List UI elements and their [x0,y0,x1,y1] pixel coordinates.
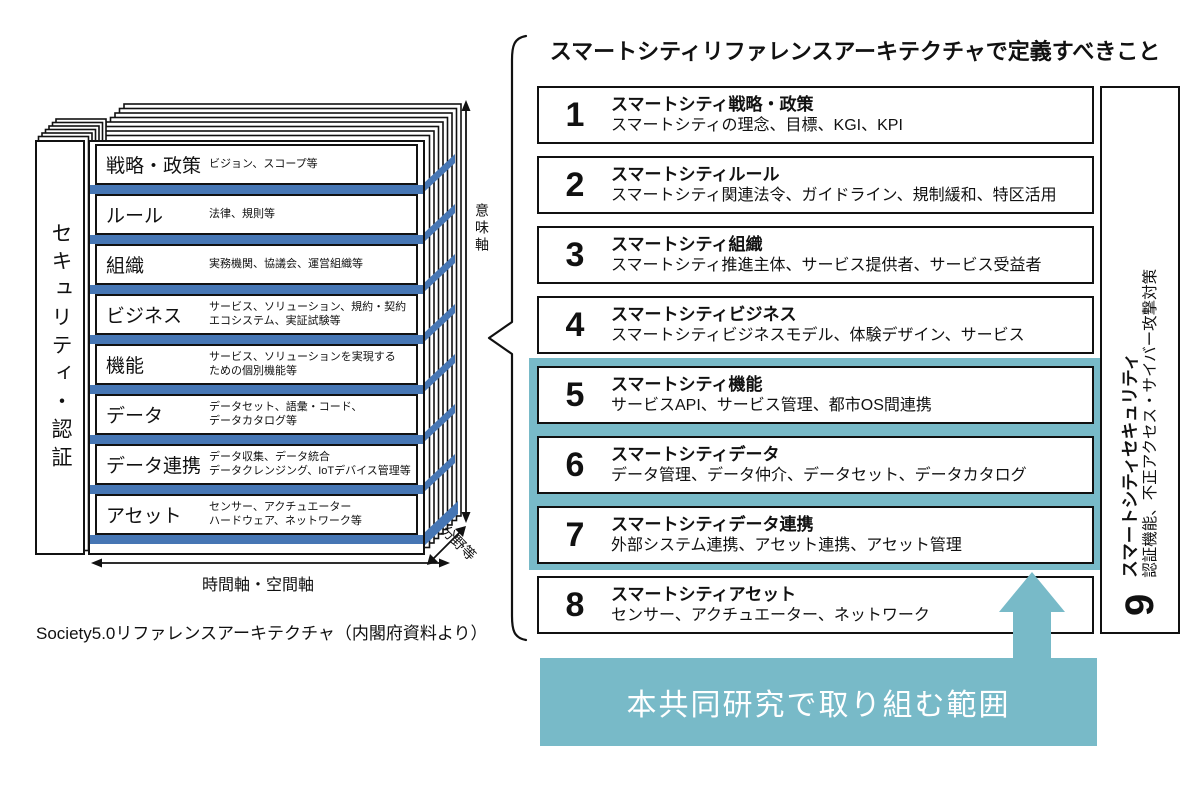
security-auth-bar: セキュリティ・認証 [35,140,85,555]
item-title: スマートシティアセット [611,584,797,604]
layer-desc: サービス、ソリューションを実現する ための個別機能等 [209,350,396,377]
layer-label: 機能 [106,356,145,377]
item-number: 7 [565,515,585,554]
layer-row-data: データ データセット、語彙・コード、 データカタログ等 [95,394,418,435]
item-card-7: 7 スマートシティデータ連携 外部システム連携、アセット連携、アセット管理 [537,506,1094,564]
item-title: スマートシティデータ連携 [611,514,814,534]
layer-desc: サービス、ソリューション、規約・契約 エコシステム、実証試験等 [209,300,407,327]
item-card-9-security: 9 スマートシティセキュリティ 認証機能、不正アクセス・サイバー攻撃対策 [1100,86,1180,634]
item-title: スマートシティ戦略・政策 [611,94,814,114]
definition-items-list: 1 スマートシティ戦略・政策 スマートシティの理念、目標、KGI、KPI 2 ス… [529,86,1102,634]
domain-axis-label: 分野等 [438,522,480,564]
item-card-1: 1 スマートシティ戦略・政策 スマートシティの理念、目標、KGI、KPI [537,86,1094,144]
item-number: 9 [1117,593,1162,616]
security-auth-label: セキュリティ・認証 [49,221,72,474]
layer-desc: 実務機関、協議会、運営組織等 [209,257,363,270]
layer-label: 戦略・政策 [106,156,202,177]
layer-row-rules: ルール 法律、規則等 [95,194,418,235]
item-card-2: 2 スマートシティルール スマートシティ関連法令、ガイドライン、規制緩和、特区活… [537,156,1094,214]
layer-row-business: ビジネス サービス、ソリューション、規約・契約 エコシステム、実証試験等 [95,294,418,335]
focus-scope-label: 本共同研究で取り組む範囲 [626,689,1011,722]
layer-label: ルール [106,206,164,227]
layer-row-data-linkage: データ連携 データ収集、データ統合 データクレンジング、IoTデバイス管理等 [95,444,418,485]
layer-row-strategy: 戦略・政策 ビジョン、スコープ等 [95,144,418,185]
item-card-4: 4 スマートシティビジネス スマートシティビジネスモデル、体験デザイン、サービス [537,296,1094,354]
item-subtitle: 認証機能、不正アクセス・サイバー攻撃対策 [1142,268,1160,578]
page-title: スマートシティリファレンスアーキテクチャで定義すべきこと [549,39,1161,64]
layer-desc: 法律、規則等 [209,207,275,220]
item-subtitle: 外部システム連携、アセット連携、アセット管理 [611,536,962,554]
layer-desc: データセット、語彙・コード、 データカタログ等 [209,400,363,427]
semantic-axis-arrow [461,100,471,523]
brace [487,34,528,642]
item-subtitle: サービスAPI、サービス管理、都市OS間連携 [611,396,932,414]
focus-scope-banner: 本共同研究で取り組む範囲 [540,658,1097,746]
item-card-8: 8 スマートシティアセット センサー、アクチュエーター、ネットワーク [537,576,1094,634]
item-number: 4 [565,305,585,344]
item-number: 8 [565,585,585,624]
blue-separator [90,335,423,344]
blue-separator [90,185,423,194]
item-number: 3 [565,235,585,274]
item-card-3: 3 スマートシティ組織 スマートシティ推進主体、サービス提供者、サービス受益者 [537,226,1094,284]
layer-label: アセット [106,506,182,527]
layer-label: ビジネス [106,306,183,327]
layer-desc: センサー、アクチュエーター ハードウェア、ネットワーク等 [209,500,362,527]
item-title: スマートシティデータ [611,444,780,464]
item-number: 1 [565,95,585,134]
blue-separator [90,535,423,544]
item-number: 2 [565,165,585,204]
item-subtitle: スマートシティ推進主体、サービス提供者、サービス受益者 [611,256,1042,274]
layer-label: データ [106,406,164,427]
item-card-6: 6 スマートシティデータ データ管理、データ仲介、データセット、データカタログ [537,436,1094,494]
item-subtitle: スマートシティの理念、目標、KGI、KPI [611,116,903,134]
blue-separator [90,285,423,294]
item-title: スマートシティビジネス [611,304,797,324]
time-space-axis-arrow [91,558,450,568]
item-title: スマートシティセキュリティ [1119,352,1140,578]
layer-desc: データ収集、データ統合 データクレンジング、IoTデバイス管理等 [209,450,411,477]
society5-stack-panel: 戦略・政策 ビジョン、スコープ等 ルール 法律、規則等 組織 実務機関、協議会、… [88,140,425,555]
item-title: スマートシティ機能 [611,374,763,394]
blue-depth-stripes [424,154,458,546]
layer-row-function: 機能 サービス、ソリューションを実現する ための個別機能等 [95,344,418,385]
layer-row-asset: アセット センサー、アクチュエーター ハードウェア、ネットワーク等 [95,494,418,535]
layer-label: 組織 [106,256,145,277]
layer-label: データ連携 [106,456,202,477]
blue-separator [90,235,423,244]
source-caption: Society5.0リファレンスアーキテクチャ（内閣府資料より） [36,624,488,643]
item-number: 6 [565,445,585,484]
item-subtitle: スマートシティビジネスモデル、体験デザイン、サービス [611,326,1025,344]
blue-separator [90,435,423,444]
time-space-axis-label: 時間軸・空間軸 [201,577,314,594]
layer-row-organization: 組織 実務機関、協議会、運営組織等 [95,244,418,285]
item-subtitle: センサー、アクチュエーター、ネットワーク [611,606,930,624]
blue-separator [90,385,423,394]
item-subtitle: スマートシティ関連法令、ガイドライン、規制緩和、特区活用 [611,186,1057,204]
semantic-axis-label: 意味軸 [474,203,490,254]
blue-separator [90,485,423,494]
item-subtitle: データ管理、データ仲介、データセット、データカタログ [611,466,1027,484]
layer-desc: ビジョン、スコープ等 [209,157,318,170]
item-title: スマートシティ組織 [611,234,763,254]
item-title: スマートシティルール [611,164,780,184]
item-number: 5 [565,375,585,414]
item-card-5: 5 スマートシティ機能 サービスAPI、サービス管理、都市OS間連携 [537,366,1094,424]
